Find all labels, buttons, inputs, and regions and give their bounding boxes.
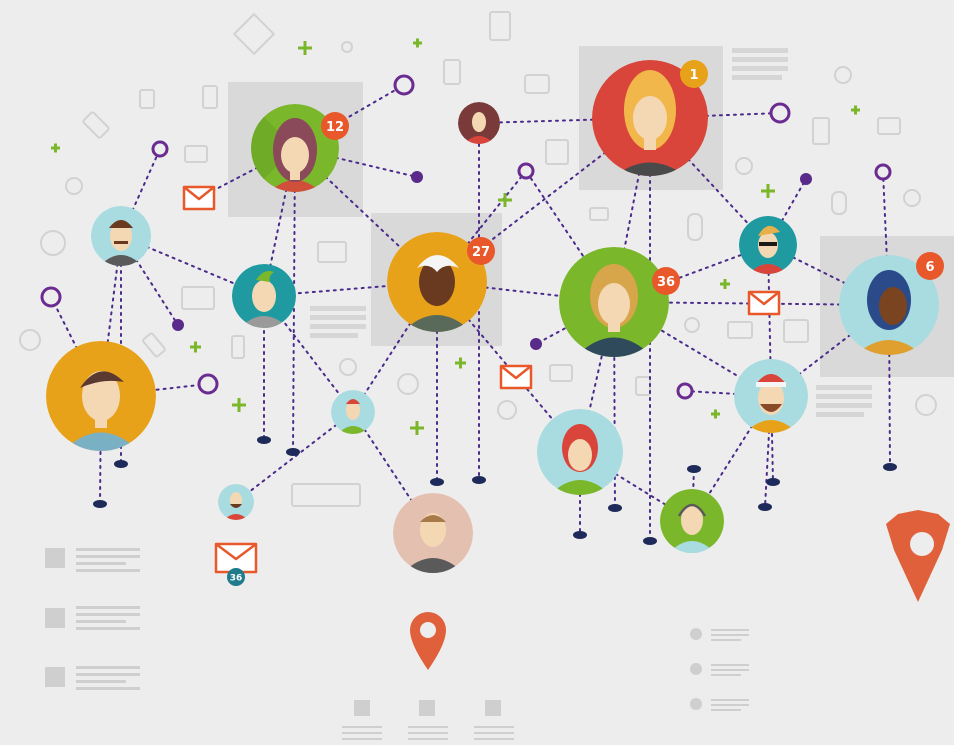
count-badge [652, 267, 680, 295]
terminal-dot [766, 478, 780, 486]
plus-signs [51, 38, 860, 435]
avatar-small-red-hair [331, 390, 375, 434]
legend-columns-bottom [342, 700, 514, 740]
ring-nodes [40, 74, 892, 400]
count-badge-label: 6 [925, 260, 934, 275]
mail-icon [214, 542, 258, 574]
plus-icon [498, 193, 512, 207]
plus-icon [413, 38, 422, 48]
count-badges: 12 1 27 36 6 [321, 60, 944, 295]
filled-node [411, 171, 423, 183]
ring-node-icon [874, 163, 892, 181]
location-pin-icon [886, 510, 950, 602]
mail-icon [747, 290, 781, 316]
plus-icon [761, 184, 775, 198]
avatars [46, 60, 939, 573]
legend-list-right [690, 628, 749, 711]
avatar-small-bearded [218, 484, 254, 520]
terminal-dot [114, 460, 128, 468]
count-badge-label: 12 [326, 120, 344, 135]
plus-icon [190, 341, 201, 353]
plus-icon [298, 41, 312, 55]
faint-text-blocks [310, 48, 872, 417]
ring-node-icon [769, 102, 791, 124]
terminal-dot [286, 448, 300, 456]
terminal-dots [93, 436, 897, 545]
plus-icon [232, 398, 246, 412]
avatar-green-hair [232, 264, 296, 328]
mail-count-badge [227, 568, 245, 586]
plus-icon [51, 143, 60, 153]
avatar-man-white-hair [387, 232, 487, 332]
avatar-woman-brown-hair [251, 104, 339, 192]
plus-icon [711, 409, 720, 419]
avatar-woman-sunglasses [739, 216, 797, 274]
mail-icon [499, 364, 533, 390]
avatar-woman-red-hair [537, 409, 623, 495]
terminal-dot [93, 500, 107, 508]
avatar-man-beard-hat [734, 359, 808, 433]
terminal-dot [608, 504, 622, 512]
terminal-dot [257, 436, 271, 444]
avatar-man-headphones [660, 489, 724, 553]
count-badge-label: 27 [472, 245, 490, 260]
count-badge [680, 60, 708, 88]
plus-icon [455, 357, 466, 369]
count-badge-label: 1 [689, 68, 698, 83]
ring-node-icon [393, 74, 415, 96]
mail-count-label: 36 [230, 574, 243, 584]
ring-node-icon [151, 140, 169, 158]
count-badge [467, 237, 495, 265]
terminal-dot [430, 478, 444, 486]
terminal-dot [758, 503, 772, 511]
plus-icon [720, 279, 730, 289]
terminal-dot [687, 465, 701, 473]
terminal-dot [573, 531, 587, 539]
avatar-man-brown-hair [46, 341, 156, 451]
avatar-man-mustache [91, 206, 151, 266]
background-decoration [19, 11, 937, 507]
avatar-woman-short-blonde [559, 247, 669, 357]
location-pin-icon [410, 612, 446, 670]
plus-icon [410, 421, 424, 435]
plus-icon [851, 105, 860, 115]
ring-node-icon [676, 382, 694, 400]
ring-node-icon [197, 373, 219, 395]
legend-list-left [45, 548, 140, 690]
filled-nodes [172, 171, 812, 350]
terminal-dot [883, 463, 897, 471]
ring-node-icon [517, 162, 535, 180]
count-badge [916, 252, 944, 280]
filled-node [530, 338, 542, 350]
terminal-dot [643, 537, 657, 545]
mail-icon [182, 185, 216, 211]
count-badge [321, 112, 349, 140]
count-badge-label: 36 [657, 275, 675, 290]
avatar-woman-blonde [592, 60, 708, 176]
ring-node-icon [40, 286, 62, 308]
filled-node [172, 319, 184, 331]
avatar-man-suit [393, 493, 473, 573]
avatar-woman-dark-hair [839, 255, 939, 355]
filled-node [800, 173, 812, 185]
terminal-dot [472, 476, 486, 484]
avatar-woman-red [458, 102, 500, 144]
